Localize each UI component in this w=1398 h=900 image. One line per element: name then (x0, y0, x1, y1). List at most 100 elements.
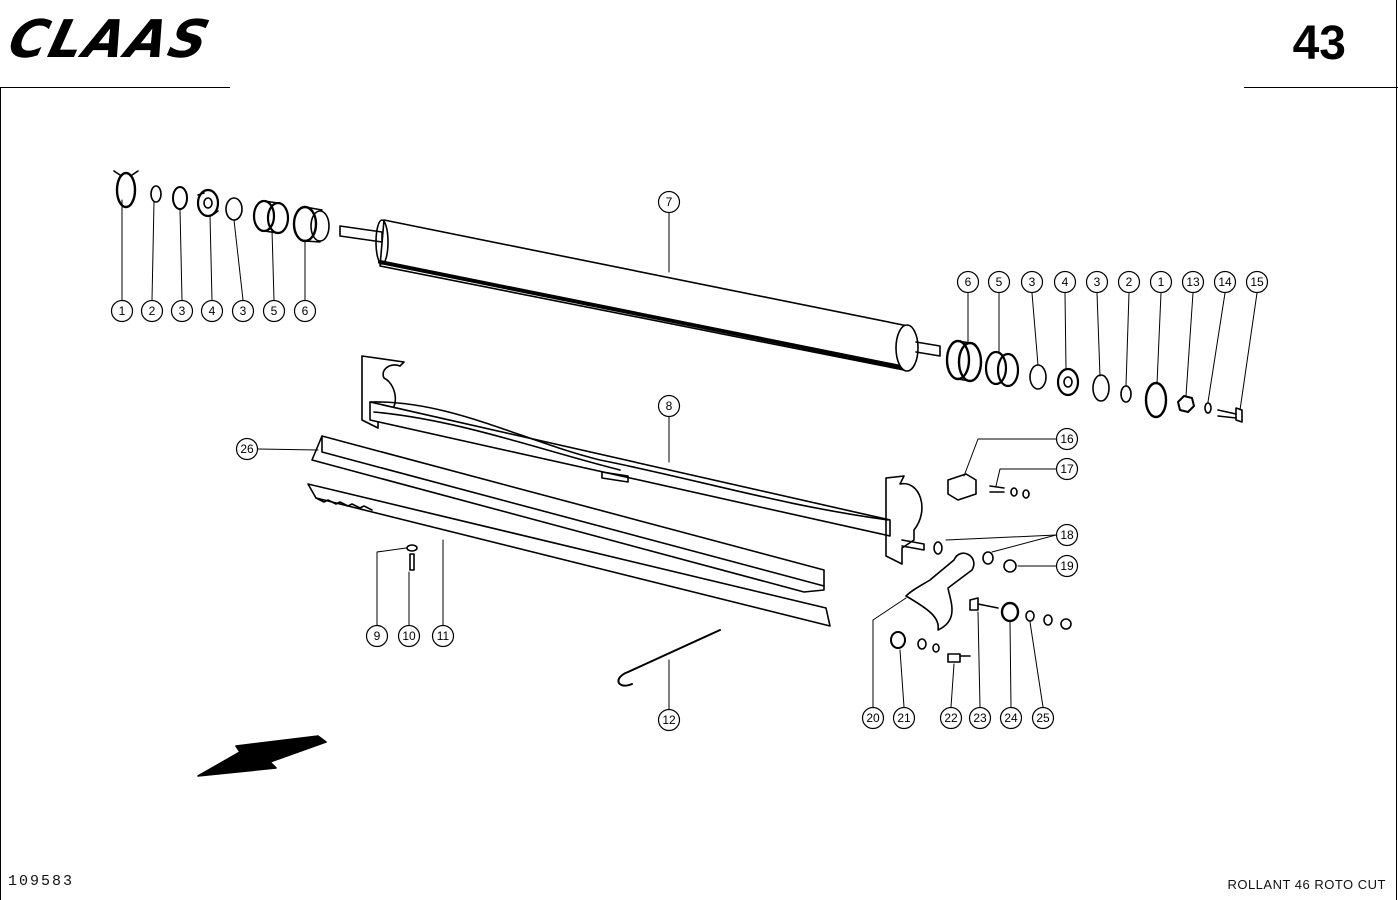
header-rule-left (0, 87, 230, 88)
callout-label: 22 (944, 711, 958, 725)
callout-circle (231, 299, 255, 323)
callout-label: 23 (973, 711, 987, 725)
callout-circle (1020, 270, 1044, 294)
bolt-23 (969, 597, 999, 611)
callout-7: 7 (657, 190, 681, 214)
callout-circle (939, 706, 963, 730)
callout-3: 3 (1020, 270, 1044, 294)
callout-18: 18 (1055, 523, 1079, 547)
washer-18a (933, 541, 943, 555)
callout-2: 2 (1117, 270, 1141, 294)
callout-label: 17 (1060, 462, 1074, 476)
callout-circle (1053, 270, 1077, 294)
left-bushing (292, 205, 330, 243)
right-circlip-b (1092, 374, 1110, 402)
page-border-left (0, 88, 1, 900)
page-number: 43 (1292, 17, 1346, 70)
callout-14: 14 (1213, 270, 1237, 294)
callout-circle (1055, 457, 1079, 481)
washer-18b (982, 551, 994, 565)
nut-25 (1060, 618, 1072, 630)
spacer-19 (1003, 559, 1017, 573)
callout-1: 1 (110, 299, 134, 323)
callout-label: 20 (866, 711, 880, 725)
callout-label: 26 (240, 442, 254, 456)
right-small-washer (1204, 402, 1212, 414)
roller (339, 219, 941, 372)
callout-label: 9 (374, 629, 381, 643)
callout-9: 9 (365, 624, 389, 648)
washer-25a (1025, 610, 1035, 622)
callout-label: 11 (437, 629, 450, 643)
page-border-right (1396, 0, 1397, 900)
right-snap-ring (1144, 381, 1168, 419)
callout-label: 4 (209, 304, 216, 318)
right-washer (1120, 385, 1132, 403)
right-nut (1177, 395, 1195, 413)
small-bolt-17 (989, 485, 1030, 499)
hook-pin (617, 629, 721, 687)
callout-10: 10 (397, 624, 421, 648)
callout-circle (1055, 523, 1079, 547)
callout-label: 12 (662, 713, 676, 727)
left-snap-ring (113, 170, 139, 209)
callout-2: 2 (140, 299, 164, 323)
leader-lines (121, 199, 1258, 710)
direction-arrow (197, 735, 327, 777)
callout-24: 24 (999, 706, 1023, 730)
callout-label: 25 (1036, 711, 1050, 725)
callout-label: 14 (1218, 275, 1232, 289)
callout-1: 1 (1149, 270, 1173, 294)
callout-circle (1055, 554, 1079, 578)
callout-label: 15 (1250, 275, 1264, 289)
callout-circle (1181, 270, 1205, 294)
catalog-number: 109583 (8, 873, 75, 890)
callout-label: 2 (1126, 275, 1133, 289)
callout-label: 18 (1060, 528, 1074, 542)
callout-8: 8 (657, 394, 681, 418)
callout-label: 6 (965, 275, 972, 289)
callout-3: 3 (1085, 270, 1109, 294)
callout-circle (861, 706, 885, 730)
callout-label: 3 (1029, 275, 1036, 289)
right-bushing (945, 339, 983, 383)
callout-circle (1245, 270, 1269, 294)
callout-5: 5 (987, 270, 1011, 294)
callout-16: 16 (1055, 427, 1079, 451)
knife-bar-frame (361, 355, 925, 565)
callout-label: 19 (1060, 559, 1074, 573)
callout-circle (892, 706, 916, 730)
callout-13: 13 (1181, 270, 1205, 294)
left-circlip-b (225, 197, 243, 221)
callout-19: 19 (1055, 554, 1079, 578)
callout-20: 20 (861, 706, 885, 730)
callout-circle (657, 190, 681, 214)
callout-label: 16 (1060, 432, 1074, 446)
callout-circle (200, 299, 224, 323)
callout-23: 23 (968, 706, 992, 730)
left-bearing (196, 188, 220, 218)
callout-circle (657, 708, 681, 732)
right-bearing (1056, 367, 1080, 397)
washer-21a (917, 638, 927, 650)
callout-circle (1055, 427, 1079, 451)
callout-circle (956, 270, 980, 294)
callout-circle (365, 624, 389, 648)
callout-label: 10 (402, 629, 416, 643)
callout-17: 17 (1055, 457, 1079, 481)
callout-label: 8 (666, 399, 673, 413)
washer-21b (932, 643, 940, 653)
callout-6: 6 (956, 270, 980, 294)
angle-strip (311, 435, 825, 593)
callout-22: 22 (939, 706, 963, 730)
callout-label: 4 (1062, 275, 1069, 289)
washer-25b (1043, 614, 1053, 626)
blade-bolt (406, 544, 418, 571)
callout-5: 5 (262, 299, 286, 323)
callout-label: 3 (179, 304, 186, 318)
lever-arm (905, 552, 975, 631)
callout-label: 5 (996, 275, 1003, 289)
